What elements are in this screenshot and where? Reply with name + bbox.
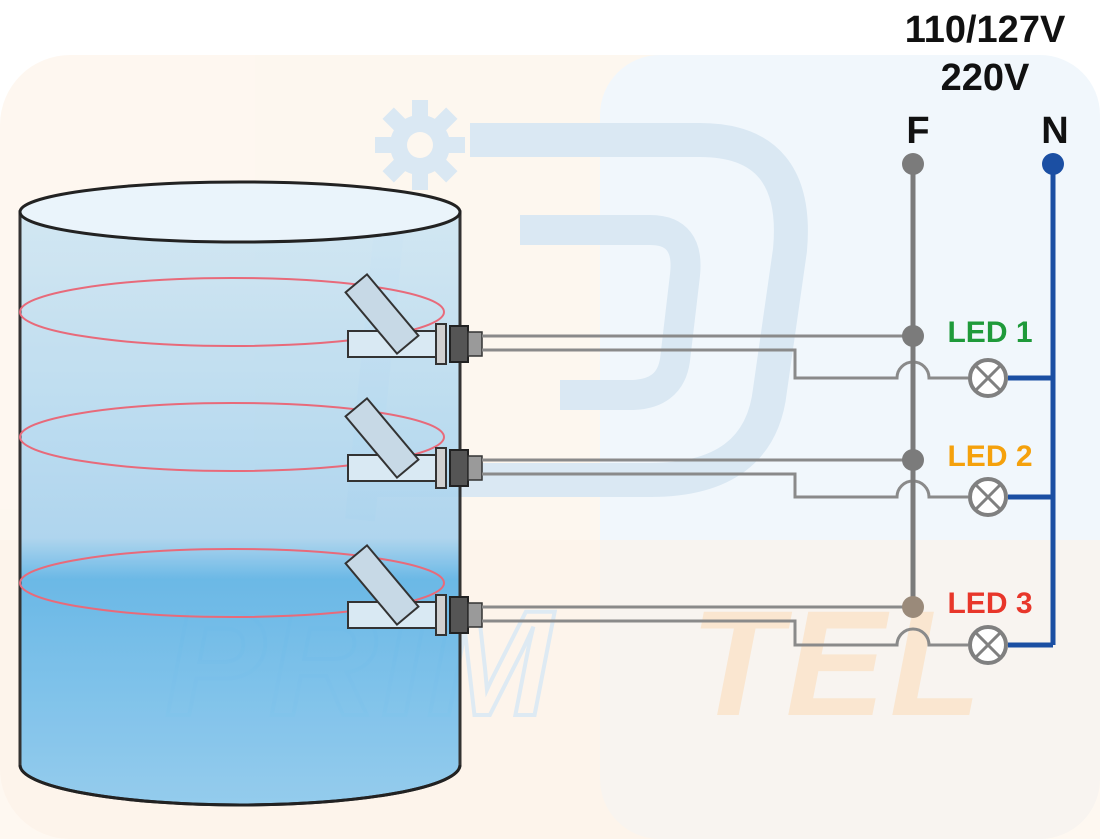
led-2-lamp-icon [968, 477, 1008, 517]
switch-cables [482, 334, 968, 647]
float-switch-2 [344, 396, 483, 489]
gear-icon [375, 100, 465, 190]
led-2-label: LED 2 [947, 440, 1032, 473]
level-ring-2 [19, 402, 445, 472]
level-ring-1 [19, 277, 445, 347]
phase-label: F [906, 110, 929, 152]
led-1-label: LED 1 [947, 316, 1032, 349]
cable-to-lamp-3 [482, 619, 968, 647]
led-lamps [968, 358, 1008, 665]
neutral-wire [1008, 153, 1064, 648]
neutral-terminal [1042, 153, 1064, 175]
led-3-lamp-icon [968, 625, 1008, 665]
supply-voltage-line2: 220V [941, 57, 1030, 99]
tank-top-rim [18, 180, 462, 244]
phase-junctions [902, 325, 924, 618]
level-rings [19, 277, 445, 618]
float-switches [344, 272, 483, 636]
float-switch-1 [344, 272, 483, 365]
neutral-label: N [1041, 110, 1068, 152]
cable-to-lamp-1 [482, 348, 968, 380]
led-3-label: LED 3 [947, 587, 1032, 620]
junction-1 [902, 325, 924, 347]
led-1-lamp-icon [968, 358, 1008, 398]
phase-wire [902, 153, 924, 607]
junction-2 [902, 449, 924, 471]
level-ring-3 [19, 548, 445, 618]
phase-terminal [902, 153, 924, 175]
svg-text:TEL: TEL [690, 579, 985, 747]
water-tank [18, 180, 462, 807]
junction-3 [902, 596, 924, 618]
float-switch-3 [344, 543, 483, 636]
supply-voltage-line1: 110/127V [905, 9, 1066, 51]
cable-to-lamp-2 [482, 472, 968, 499]
